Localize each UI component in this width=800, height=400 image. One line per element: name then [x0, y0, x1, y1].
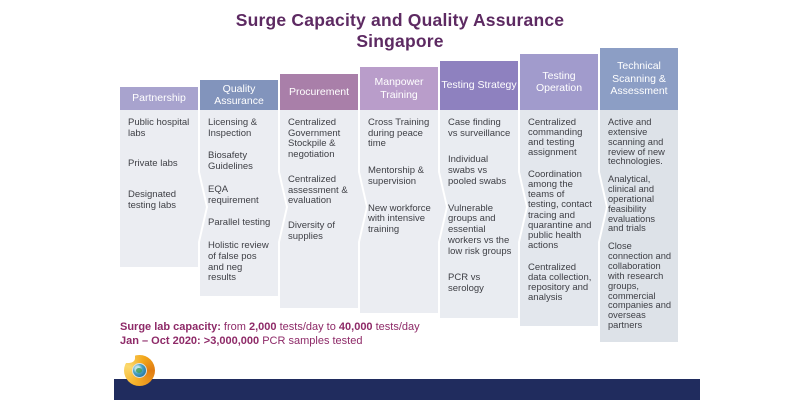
- column-item: Coordination among the teams of testing,…: [528, 169, 592, 251]
- caption-text: tests/day: [372, 321, 420, 333]
- column-body: Centralized commanding and testing assig…: [520, 110, 606, 326]
- caption-label: Surge lab capacity:: [120, 321, 221, 333]
- column-item: Centralized data collection, repository …: [528, 261, 592, 303]
- column-header: Manpower Training: [360, 67, 438, 110]
- caption-text: from: [220, 321, 249, 333]
- caption-value: 40,000: [338, 321, 373, 333]
- caption-text: PCR samples tested: [259, 334, 363, 347]
- column-item: Centralized assessment & evaluation: [288, 173, 348, 207]
- column-item: Biosafety Guidelines: [208, 150, 253, 173]
- caption-value: 2,000: [249, 321, 277, 333]
- caption-line2: Jan – Oct 2020: >3,000,000 PCR samples t…: [120, 335, 420, 349]
- caption-value: >3,000,000: [200, 334, 260, 347]
- caption-line1: Surge lab capacity: from 2,000 tests/day…: [120, 321, 420, 335]
- globe-swirl-logo-icon: [124, 355, 155, 386]
- column-item: Public hospital labs: [128, 117, 190, 139]
- column-header: Procurement: [280, 74, 358, 110]
- column-item: Centralized commanding and testing assig…: [528, 117, 583, 159]
- column-item: Close connection and collaboration with …: [608, 241, 672, 331]
- column-item: Designated testing labs: [128, 189, 177, 211]
- footer-bar: [114, 379, 700, 400]
- column-item: Private labs: [128, 158, 178, 170]
- caption-text: tests/day to: [276, 321, 339, 333]
- column-item: Cross Training during peace time: [368, 117, 430, 150]
- globe-icon: [132, 363, 147, 378]
- column-header: Testing Strategy: [440, 61, 518, 110]
- column-header: Technical Scanning & Assessment: [600, 48, 678, 110]
- column-body: Cross Training during peace time Mentors…: [360, 110, 446, 313]
- column-body: Licensing & Inspection Biosafety Guideli…: [200, 110, 286, 296]
- column-body: Public hospital labs Private labs Design…: [120, 110, 206, 267]
- column-header: Partnership: [120, 87, 198, 110]
- column-item: Licensing & Inspection: [208, 117, 258, 139]
- column-item: PCR vs serology: [448, 272, 484, 295]
- column-item: New workforce with intensive training: [368, 202, 431, 236]
- column-item: Analytical, clinical and operational fea…: [608, 174, 656, 234]
- column-item: Diversity of supplies: [288, 220, 335, 242]
- slide-title: Surge Capacity and Quality Assurance Sin…: [0, 10, 800, 53]
- caption-label: Jan – Oct 2020:: [120, 334, 201, 347]
- column-item: Holistic review of false pos and neg res…: [208, 240, 269, 284]
- column-body: Case finding vs surveillance Individual …: [440, 110, 526, 318]
- column-item: Active and extensive scanning and review…: [608, 117, 665, 167]
- column-item: Vulnerable groups and essential workers …: [448, 202, 512, 257]
- slide-title-line2: Singapore: [356, 31, 444, 52]
- column-item: Parallel testing: [208, 217, 271, 229]
- column-item: Mentorship & supervision: [368, 165, 424, 187]
- column-body: Active and extensive scanning and review…: [600, 110, 678, 342]
- column-header: Testing Operation: [520, 54, 598, 110]
- caption: Surge lab capacity: from 2,000 tests/day…: [120, 321, 420, 348]
- column-item: Individual swabs vs pooled swabs: [448, 154, 507, 187]
- column-header: Quality Assurance: [200, 80, 278, 110]
- column-item: Case finding vs surveillance: [448, 117, 511, 139]
- column-body: Centralized Government Stockpile & negot…: [280, 110, 366, 308]
- column-item: EQA requirement: [208, 183, 259, 206]
- slide-title-line1: Surge Capacity and Quality Assurance: [235, 10, 565, 30]
- column-item: Centralized Government Stockpile & negot…: [288, 117, 341, 161]
